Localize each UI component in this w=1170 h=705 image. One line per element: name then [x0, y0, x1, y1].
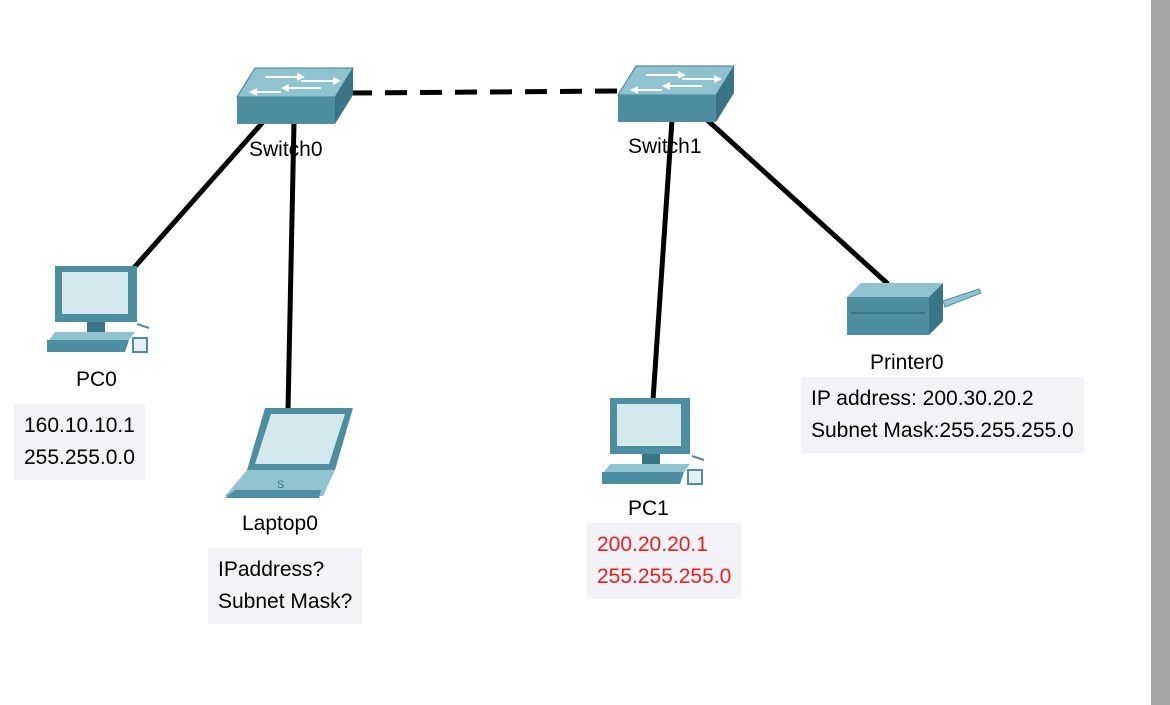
printer0-label: Printer0 [870, 351, 944, 374]
printer0-device[interactable] [847, 283, 982, 335]
laptop0-address-note[interactable]: IPaddress? Subnet Mask? [208, 548, 363, 624]
link-switch1-printer0[interactable] [703, 116, 890, 286]
laptop0-ip: IPaddress? [218, 558, 325, 581]
pc0-device[interactable] [47, 266, 150, 353]
pc1-device[interactable] [602, 398, 705, 485]
pc1-subnet: 255.255.255.0 [597, 565, 732, 588]
switch1-label: Switch1 [628, 135, 702, 158]
pc1-ip: 200.20.20.1 [597, 533, 708, 556]
link-switch0-switch1[interactable] [349, 88, 621, 96]
links [130, 88, 890, 411]
link-switch0-laptop0[interactable] [285, 121, 297, 411]
pc0-label: PC0 [76, 368, 117, 391]
printer0-ip: IP address: 200.30.20.2 [811, 387, 1034, 410]
printer-icon [847, 283, 982, 335]
pc1-address-note[interactable]: 200.20.20.1 255.255.255.0 [587, 523, 742, 599]
laptop-icon: S [225, 408, 353, 498]
laptop0-label: Laptop0 [242, 512, 318, 535]
switch-icon [617, 65, 735, 122]
switch0-label: Switch0 [249, 138, 323, 161]
printer0-address-note[interactable]: IP address: 200.30.20.2 Subnet Mask:255.… [801, 377, 1084, 453]
pc0-address-note[interactable]: 160.10.10.1 255.255.0.0 [14, 404, 145, 480]
laptop0-device[interactable]: S [225, 408, 353, 498]
pc-icon [47, 266, 150, 353]
link-switch0-pc0[interactable] [130, 120, 265, 272]
switch-icon [236, 67, 354, 124]
svg-text:S: S [277, 479, 284, 491]
laptop0-subnet: Subnet Mask? [218, 590, 353, 613]
window-edge-bar [1151, 0, 1170, 705]
switch0-device[interactable] [236, 67, 354, 124]
printer0-subnet: Subnet Mask:255.255.255.0 [811, 419, 1074, 442]
link-switch1-pc1[interactable] [650, 119, 675, 401]
pc-icon [602, 398, 705, 485]
switch1-device[interactable] [617, 65, 735, 122]
pc0-subnet: 255.255.0.0 [24, 446, 135, 469]
pc0-ip: 160.10.10.1 [24, 414, 135, 437]
pc1-label: PC1 [628, 497, 669, 520]
